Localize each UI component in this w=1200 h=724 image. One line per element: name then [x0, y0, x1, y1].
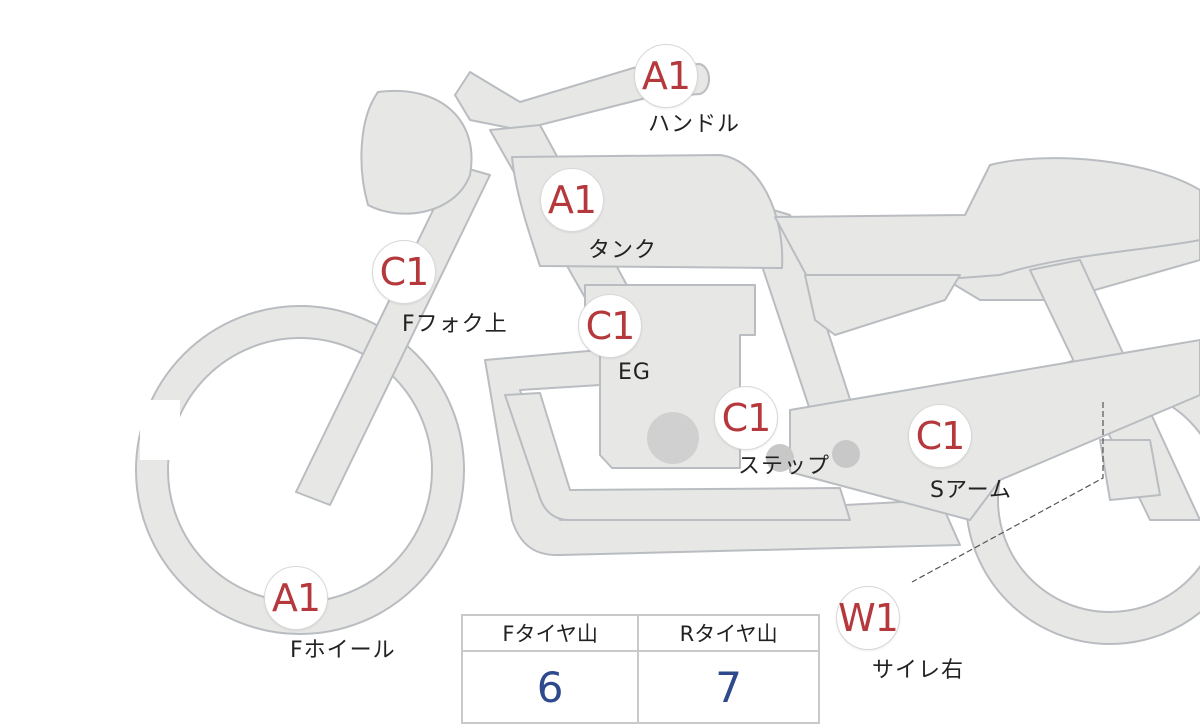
grade-badge-step[interactable]: C1: [714, 386, 778, 450]
grade-badge-engine[interactable]: C1: [578, 294, 642, 358]
grade-badge-fwheel[interactable]: A1: [264, 566, 328, 630]
seat-shape: [774, 157, 1200, 283]
part-label-step: ステップ: [738, 454, 831, 479]
grade-badge-ffork[interactable]: C1: [372, 240, 436, 304]
front-fork-shape: [295, 164, 491, 506]
silencer-leader-line: [911, 402, 1104, 583]
grade-badge-silencer[interactable]: W1: [836, 586, 900, 650]
headlight-shape: [360, 89, 473, 215]
rear-tire-value: 7: [637, 650, 820, 724]
exhaust-pipe-upper: [504, 392, 851, 521]
front-tire-header: Fタイヤ山: [460, 614, 640, 652]
part-label-fwheel: Fホイール: [290, 638, 396, 663]
swingarm-shape: [789, 339, 1200, 521]
step-peg-left: [766, 444, 794, 472]
part-label-engine: EG: [618, 360, 651, 385]
engine-cover-circle: [647, 412, 699, 464]
part-label-ffork: Fフォク上: [402, 312, 508, 337]
grade-badge-tank[interactable]: A1: [540, 168, 604, 232]
rear-tire-header: Rタイヤ山: [637, 614, 820, 652]
motorcycle-parts: [135, 63, 1200, 645]
tire-tread-table: Fタイヤ山 Rタイヤ山 6 7: [460, 614, 820, 724]
grade-badge-swingarm[interactable]: C1: [908, 404, 972, 468]
side-cover-shape: [804, 274, 961, 336]
part-label-swingarm: Sアーム: [930, 478, 1012, 503]
grade-badge-handle[interactable]: A1: [634, 44, 698, 108]
muffler-end-shape: [1099, 439, 1161, 501]
step-peg-right: [832, 440, 860, 468]
part-label-silencer: サイレ右: [872, 658, 965, 683]
front-tire-value: 6: [460, 650, 640, 724]
part-label-handle: ハンドル: [648, 112, 741, 137]
front-wheel-gap: [140, 400, 180, 460]
part-label-tank: タンク: [588, 238, 658, 263]
